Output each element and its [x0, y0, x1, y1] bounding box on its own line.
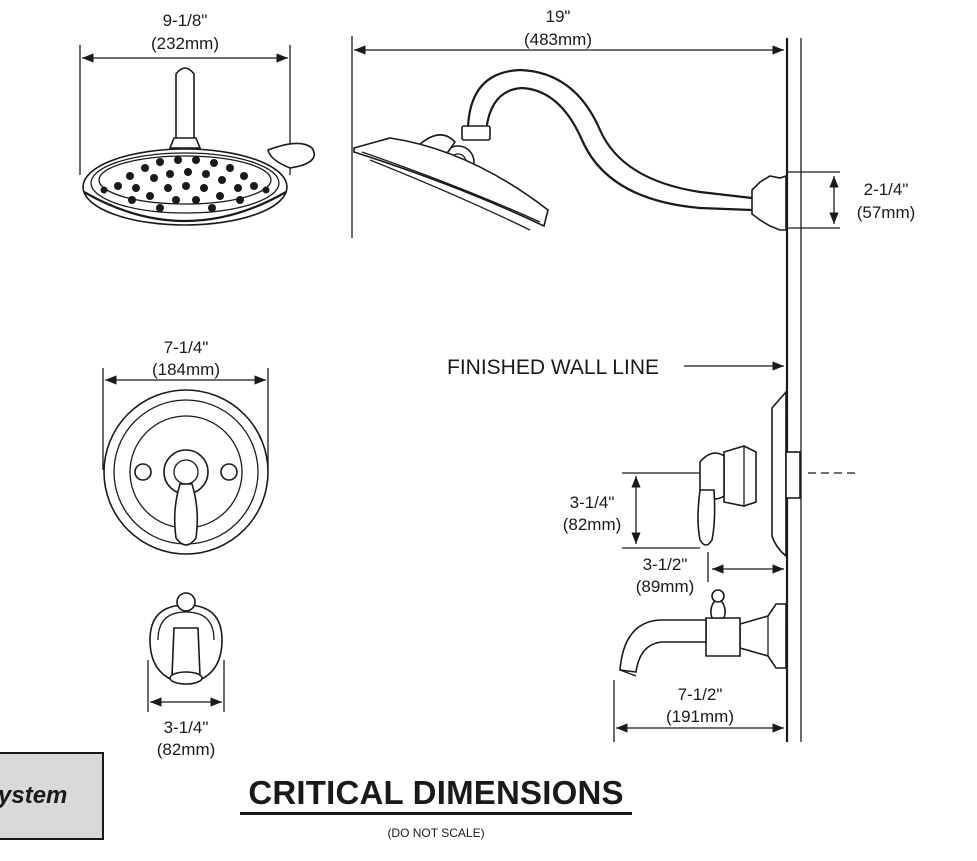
system-badge-text: ystem [0, 782, 68, 809]
page-subtitle: (DO NOT SCALE) [387, 826, 485, 840]
spout-front-view: 3-1/4" (82mm) [147, 592, 225, 759]
finished-wall: FINISHED WALL LINE [447, 38, 802, 742]
valve-side-view: 3-1/4" (82mm) 3-1/2" (89mm) [563, 389, 858, 596]
title-underline [240, 812, 632, 815]
spout-reach-imperial: 7-1/2" [678, 685, 723, 704]
showerhead-width-metric: (232mm) [151, 34, 219, 53]
trim-diameter-metric: (184mm) [152, 360, 220, 379]
nozzle-pattern [100, 156, 270, 212]
spout-width-metric: (82mm) [157, 740, 216, 759]
spout-side-view: 7-1/2" (191mm) [613, 589, 787, 742]
spout-reach-metric: (191mm) [666, 707, 734, 726]
shower-arm-side-view: 19" (483mm) 2-1/4" (57mm) [351, 7, 916, 238]
handle-projection-imperial: 3-1/2" [643, 555, 688, 574]
showerhead-front-view: 9-1/8" (232mm) [79, 11, 316, 226]
arm-reach-metric: (483mm) [524, 30, 592, 49]
page-title: CRITICAL DIMENSIONS [248, 774, 624, 811]
flange-height-imperial: 2-1/4" [864, 180, 909, 199]
handle-projection-metric: (89mm) [636, 577, 695, 596]
system-badge: ystem [0, 752, 104, 840]
valve-trim-front-view: 7-1/4" (184mm) [102, 338, 269, 555]
handle-drop-imperial: 3-1/4" [570, 493, 615, 512]
spout-width-imperial: 3-1/4" [164, 718, 209, 737]
showerhead-width-imperial: 9-1/8" [163, 11, 208, 30]
handle-drop-metric: (82mm) [563, 515, 622, 534]
wall-line-label: FINISHED WALL LINE [447, 356, 659, 379]
flange-height-metric: (57mm) [857, 203, 916, 222]
arm-reach-imperial: 19" [546, 7, 571, 26]
trim-diameter-imperial: 7-1/4" [164, 338, 209, 357]
